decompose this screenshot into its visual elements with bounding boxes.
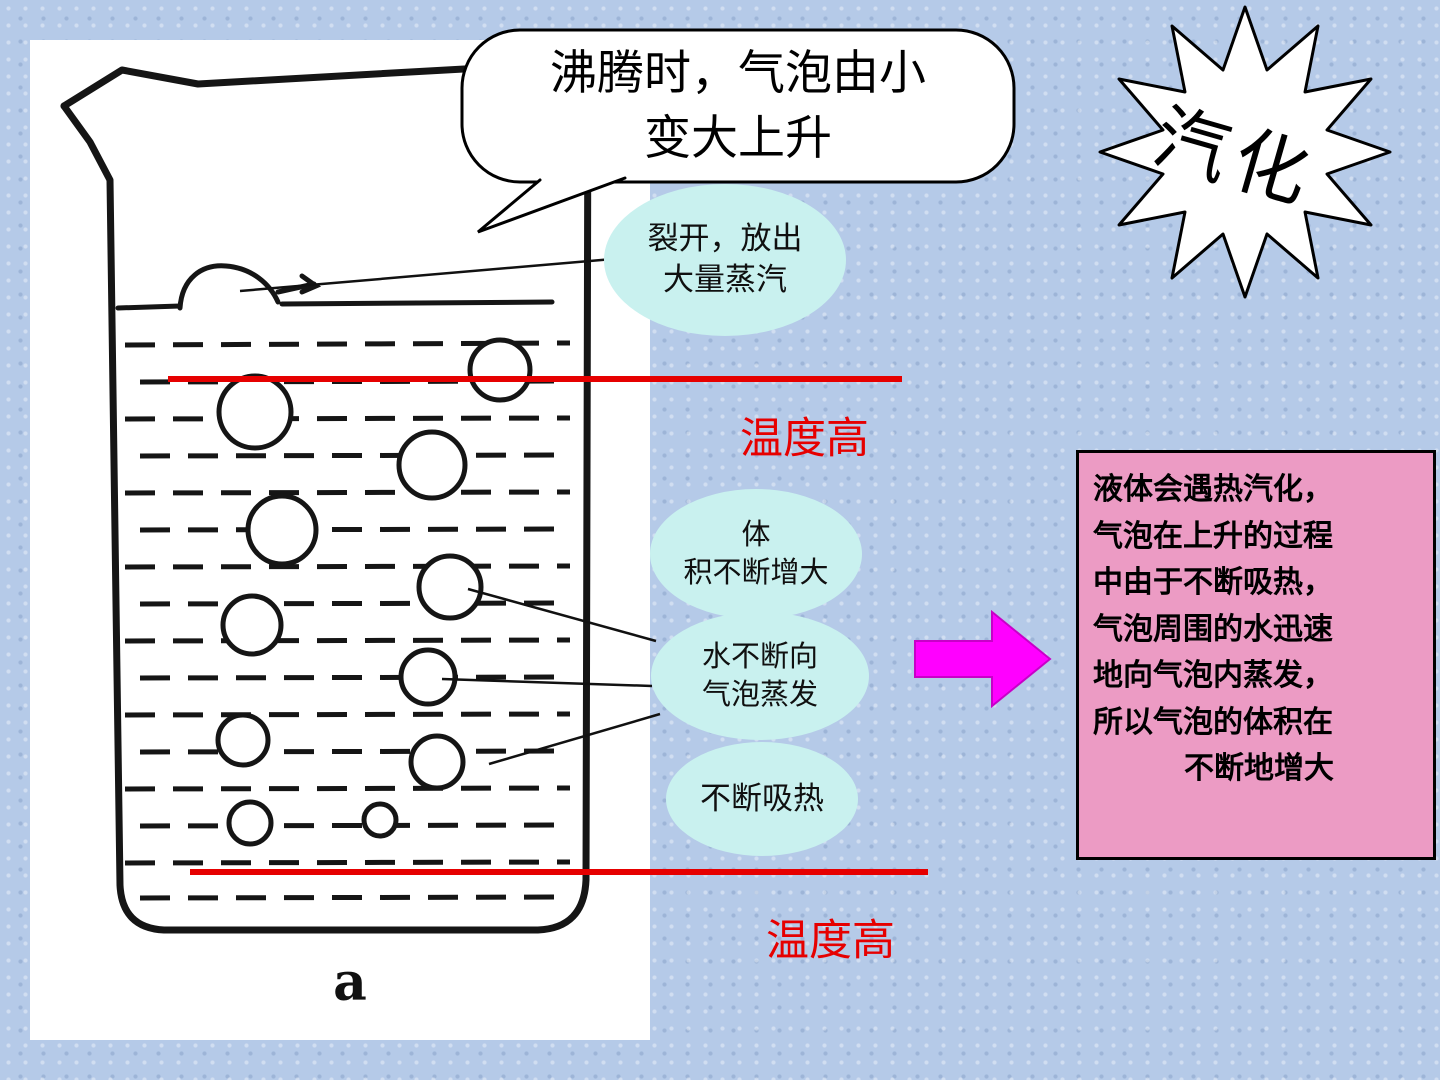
callout-line: 体	[741, 518, 771, 551]
arrow-right	[914, 609, 1052, 709]
explanation-box: 液体会遇热汽化， 气泡在上升的过程 中由于不断吸热， 气泡周围的水迅速 地向气泡…	[1076, 450, 1436, 860]
beaker-drawing	[60, 58, 592, 934]
beaker-figure-panel: a	[30, 40, 650, 1040]
callout-line: 水不断向	[701, 640, 818, 673]
callout-line: 气泡蒸发	[701, 679, 818, 711]
callout-line: 裂开，放出	[647, 221, 803, 257]
speech-line-1: 沸腾时，气泡由小	[550, 48, 926, 100]
water-dashes	[124, 340, 571, 901]
callout-volume: 体 积不断增大	[650, 489, 862, 619]
beaker-body	[60, 58, 592, 934]
explanation-line: 中由于不断吸热，	[1093, 566, 1333, 599]
bubbles	[215, 337, 533, 847]
callout-evaporate: 水不断向 气泡蒸发	[651, 612, 869, 740]
callout-absorb: 不断吸热	[666, 742, 858, 856]
temperature-label-top: 温度高	[740, 416, 869, 463]
callout-line: 大量蒸汽	[663, 262, 787, 297]
figure-label: a	[333, 952, 367, 1013]
explanation-line: 液体会遇热汽化，	[1093, 473, 1333, 506]
explanation-line: 气泡在上升的过程	[1093, 519, 1333, 553]
callout-burst: 裂开，放出 大量蒸汽	[604, 184, 846, 336]
water-surface	[115, 263, 555, 311]
explanation-line: 所以气泡的体积在	[1093, 705, 1333, 739]
explanation-line: 地向气泡内蒸发，	[1093, 659, 1333, 692]
starburst-label: 汽化	[1144, 96, 1326, 221]
speech-line-2: 变大上升	[644, 112, 832, 165]
temperature-label-bottom: 温度高	[766, 918, 895, 965]
callout-line: 不断吸热	[700, 780, 824, 816]
speech-bubble: 沸腾时，气泡由小 变大上升	[462, 42, 1014, 172]
explanation-line: 不断地增大	[1184, 752, 1334, 785]
explanation-line: 气泡周围的水迅速	[1093, 612, 1333, 646]
callout-line: 积不断增大	[683, 557, 829, 589]
beaker-rim	[60, 58, 592, 110]
